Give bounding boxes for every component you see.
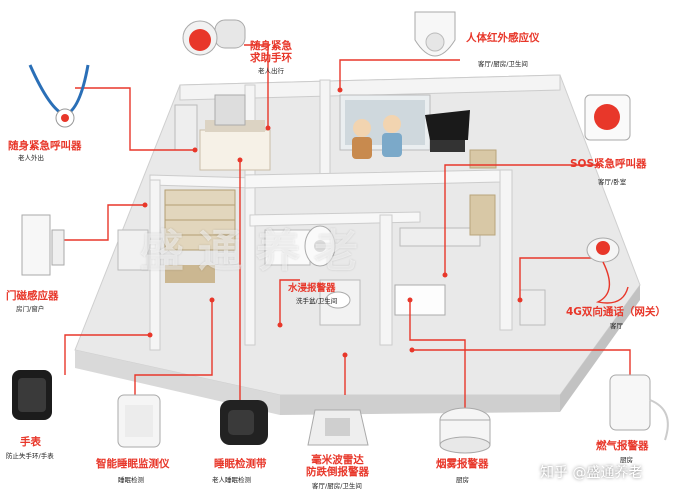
label-gas-detector: 燃气报警器: [596, 440, 649, 452]
lanyard-pendant-icon: [28, 64, 90, 128]
mmwave-radar-icon: [307, 409, 369, 446]
label-sos-wristband-text: 随身紧急 求助手环: [250, 40, 292, 64]
sub-pir-sensor: 客厅/厨房/卫生间: [478, 60, 528, 68]
connector-dots: [142, 87, 523, 358]
door-sensor-icon: [21, 214, 65, 276]
sub-water-leak: 洗手盆/卫生间: [296, 297, 338, 305]
house-cutaway: [74, 74, 641, 415]
sub-door-sensor: 房门/窗户: [16, 305, 45, 313]
label-emergency-pendant: 随身紧急呼叫器: [8, 140, 82, 152]
label-door-sensor: 门磁感应器: [6, 290, 59, 302]
smoke-detector-icon: [439, 407, 491, 454]
label-water-leak: 水浸报警器: [288, 283, 336, 294]
sub-sleep-belt: 老人睡眠检测: [212, 476, 251, 484]
label-mmwave-radar: 毫米波雷达 防跌倒报警器: [306, 454, 369, 478]
pir-sensor-icon: [414, 11, 456, 57]
sleep-belt-icon: [220, 400, 268, 445]
sub-watch: 防止失手环/手表: [6, 452, 54, 460]
sub-4g-gateway: 客厅: [610, 322, 623, 330]
sub-emergency-pendant: 老人外出: [18, 154, 44, 162]
sub-gas-detector: 厨房: [620, 456, 633, 464]
label-smoke-detector: 烟雾报警器: [436, 458, 489, 470]
gas-detector-icon: [609, 374, 669, 441]
sub-mmwave-radar: 客厅/厨房/卫生间: [312, 482, 362, 490]
sub-smoke-detector: 厨房: [456, 476, 469, 484]
sub-sos-wristband: 老人出行: [258, 67, 284, 75]
label-sleep-monitor: 智能睡眠监测仪: [96, 458, 170, 470]
watermark-text: 盛通养老: [140, 226, 372, 277]
label-watch: 手表: [20, 436, 41, 448]
zhihu-credit: 知乎 @盛通养老: [540, 465, 643, 481]
label-sos-button: SOS紧急呼叫器: [570, 158, 647, 170]
water-leak-icon: [304, 225, 336, 267]
label-pir-sensor: 人体红外感应仪: [466, 32, 540, 44]
gateway-icon: [586, 237, 629, 304]
sleep-radar-icon: [117, 394, 161, 448]
sub-sleep-monitor: 睡眠检测: [118, 476, 144, 484]
wristband-sos-icon: [182, 19, 246, 56]
label-4g-gateway: 4G双向通话（网关）: [566, 306, 666, 318]
smartwatch-icon: [12, 370, 52, 420]
label-sleep-belt: 睡眠检测带: [214, 458, 267, 470]
sub-sos-button: 客厅/卧室: [598, 178, 627, 186]
label-sos-wristband: 随身紧急 求助手环: [250, 40, 292, 64]
connector-lines: [60, 44, 631, 410]
label-mmwave-radar-text: 毫米波雷达 防跌倒报警器: [306, 454, 369, 478]
sos-wall-button-icon: [584, 94, 631, 141]
